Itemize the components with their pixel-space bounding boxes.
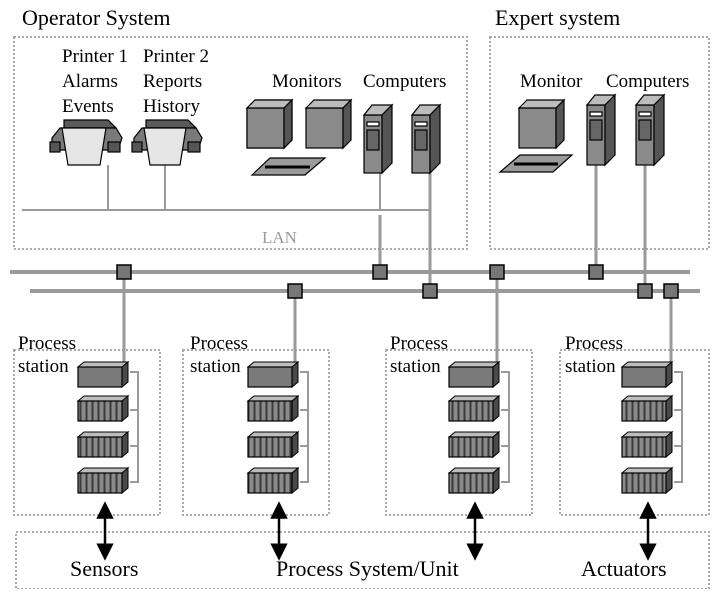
monitors-label: Monitors bbox=[272, 71, 342, 92]
process-station-4-stack bbox=[620, 360, 683, 495]
io-module bbox=[246, 466, 300, 495]
process-system-label: Process System/Unit bbox=[276, 556, 459, 581]
io-module bbox=[246, 430, 300, 459]
io-module bbox=[76, 394, 130, 423]
process-station-region-1 bbox=[13, 349, 161, 516]
printer-1-icon bbox=[49, 119, 123, 166]
sensors-label: Sensors bbox=[70, 556, 139, 581]
printer-1-line2: Alarms bbox=[62, 71, 118, 92]
operator-computer-1-icon bbox=[362, 103, 394, 175]
controller-module bbox=[447, 360, 501, 389]
printer-2-line3: History bbox=[143, 96, 200, 117]
process-station-4-label-line1: Process bbox=[565, 333, 624, 354]
expert-system-title: Expert system bbox=[495, 5, 621, 30]
process-station-1-stack bbox=[76, 360, 139, 495]
operator-computer-2-icon bbox=[410, 103, 442, 175]
operator-monitor-2-icon bbox=[304, 98, 353, 150]
expert-computers-label: Computers bbox=[606, 71, 690, 92]
io-module bbox=[620, 394, 674, 423]
process-station-2-stack bbox=[246, 360, 309, 495]
process-station-3-label-line1: Process bbox=[390, 333, 449, 354]
actuators-label: Actuators bbox=[581, 556, 667, 581]
process-station-1-label-line1: Process bbox=[18, 333, 77, 354]
controller-module bbox=[620, 360, 674, 389]
controller-module bbox=[76, 360, 130, 389]
process-station-3-stack bbox=[447, 360, 510, 495]
process-station-3-label-line2: station bbox=[390, 356, 441, 377]
io-module bbox=[246, 394, 300, 423]
station-bus-bracket bbox=[300, 371, 309, 483]
controller-module bbox=[246, 360, 300, 389]
printer-2-line2: Reports bbox=[143, 71, 203, 92]
lan-label: LAN bbox=[262, 228, 297, 247]
operator-keyboard-icon bbox=[250, 157, 327, 176]
io-module bbox=[447, 394, 501, 423]
expert-keyboard-icon bbox=[498, 154, 574, 173]
io-module bbox=[447, 430, 501, 459]
printer-2-icon bbox=[131, 119, 203, 166]
station-bus-bracket bbox=[674, 371, 683, 483]
operator-monitor-1-icon bbox=[245, 98, 294, 150]
operator-system-title: Operator System bbox=[22, 5, 171, 30]
process-station-region-3 bbox=[385, 349, 533, 516]
printer-1-line3: Events bbox=[62, 96, 114, 117]
station-bus-bracket bbox=[130, 371, 139, 483]
expert-computer-1-icon bbox=[585, 93, 617, 167]
process-station-region-2 bbox=[182, 349, 330, 516]
printer-2-label: Printer 2 bbox=[143, 46, 209, 67]
io-module bbox=[620, 430, 674, 459]
bus-taps bbox=[116, 264, 679, 299]
station-bus-bracket bbox=[501, 371, 510, 483]
operator-computers-label: Computers bbox=[363, 71, 447, 92]
operator-system-region bbox=[13, 36, 468, 250]
io-arrows bbox=[96, 501, 657, 561]
process-station-4-label-line2: station bbox=[565, 356, 616, 377]
io-module bbox=[447, 466, 501, 495]
expert-system-region bbox=[489, 36, 710, 250]
expert-monitor-icon bbox=[517, 98, 566, 150]
bus-connectors bbox=[122, 165, 673, 368]
io-module bbox=[76, 430, 130, 459]
io-module bbox=[76, 466, 130, 495]
process-station-2-label-line1: Process bbox=[190, 333, 249, 354]
process-station-region-4 bbox=[559, 349, 710, 516]
expert-monitor-label: Monitor bbox=[520, 71, 583, 92]
io-module bbox=[620, 466, 674, 495]
expert-computer-2-icon bbox=[634, 93, 666, 167]
process-station-2-label-line2: station bbox=[190, 356, 241, 377]
process-station-1-label-line2: station bbox=[18, 356, 69, 377]
printer-1-label: Printer 1 bbox=[62, 46, 128, 67]
